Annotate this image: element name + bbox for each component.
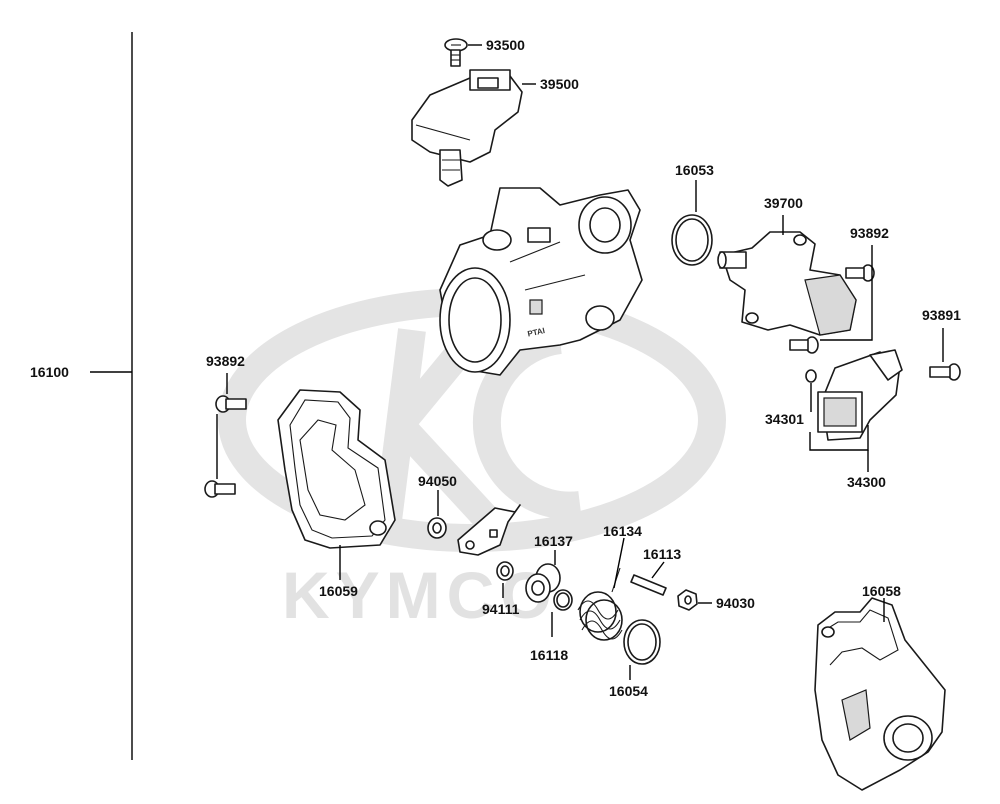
oring-16053 [671, 214, 713, 266]
part-label-16118: 16118 [530, 647, 568, 663]
part-label-16059: 16059 [319, 583, 358, 599]
throttle-body: PTAI [439, 187, 643, 376]
sensor-34300 [817, 349, 903, 441]
screw-93500 [444, 38, 468, 67]
part-label-34301: 34301 [765, 411, 804, 427]
bushing-16137 [525, 563, 561, 603]
assembly-number-label: 16100 [30, 364, 69, 380]
part-label-34300: 34300 [847, 474, 886, 490]
part-label-16137: 16137 [534, 533, 573, 549]
cover-16058 [814, 597, 946, 791]
oring-16054 [623, 619, 661, 665]
part-label-16113: 16113 [643, 546, 681, 562]
part-label-94111: 94111 [482, 601, 520, 617]
throttle-lever [457, 504, 521, 556]
part-label-16134: 16134 [603, 523, 642, 539]
throttle-body-marking: PTAI [527, 326, 546, 338]
oring-34301 [805, 369, 817, 383]
screw-93891 [929, 363, 961, 381]
part-label-94050: 94050 [418, 473, 457, 489]
part-label-16054: 16054 [609, 683, 648, 699]
part-label-94030: 94030 [716, 595, 755, 611]
washer-94111 [496, 561, 514, 581]
spring-16134 [577, 567, 623, 641]
screw-93892-left-top [215, 395, 247, 413]
part-label-93891: 93891 [922, 307, 961, 323]
screw-93892-right-bottom [789, 336, 819, 354]
pin-16113 [630, 574, 667, 596]
part-label-93500: 93500 [486, 37, 525, 53]
part-label-93892-left: 93892 [206, 353, 245, 369]
part-label-16058: 16058 [862, 583, 901, 599]
part-label-39700: 39700 [764, 195, 803, 211]
screw-93892-left-bottom [204, 480, 236, 498]
screw-93892-right-top [845, 264, 875, 282]
part-label-39500: 39500 [540, 76, 579, 92]
sensor-39500 [411, 69, 523, 187]
ring-16118 [553, 589, 573, 611]
part-label-93892-right: 93892 [850, 225, 889, 241]
cover-16059 [277, 389, 396, 549]
actuator-39700 [717, 231, 857, 336]
part-label-16053: 16053 [675, 162, 714, 178]
nut-94030 [677, 589, 698, 611]
nut-94050 [427, 517, 447, 539]
